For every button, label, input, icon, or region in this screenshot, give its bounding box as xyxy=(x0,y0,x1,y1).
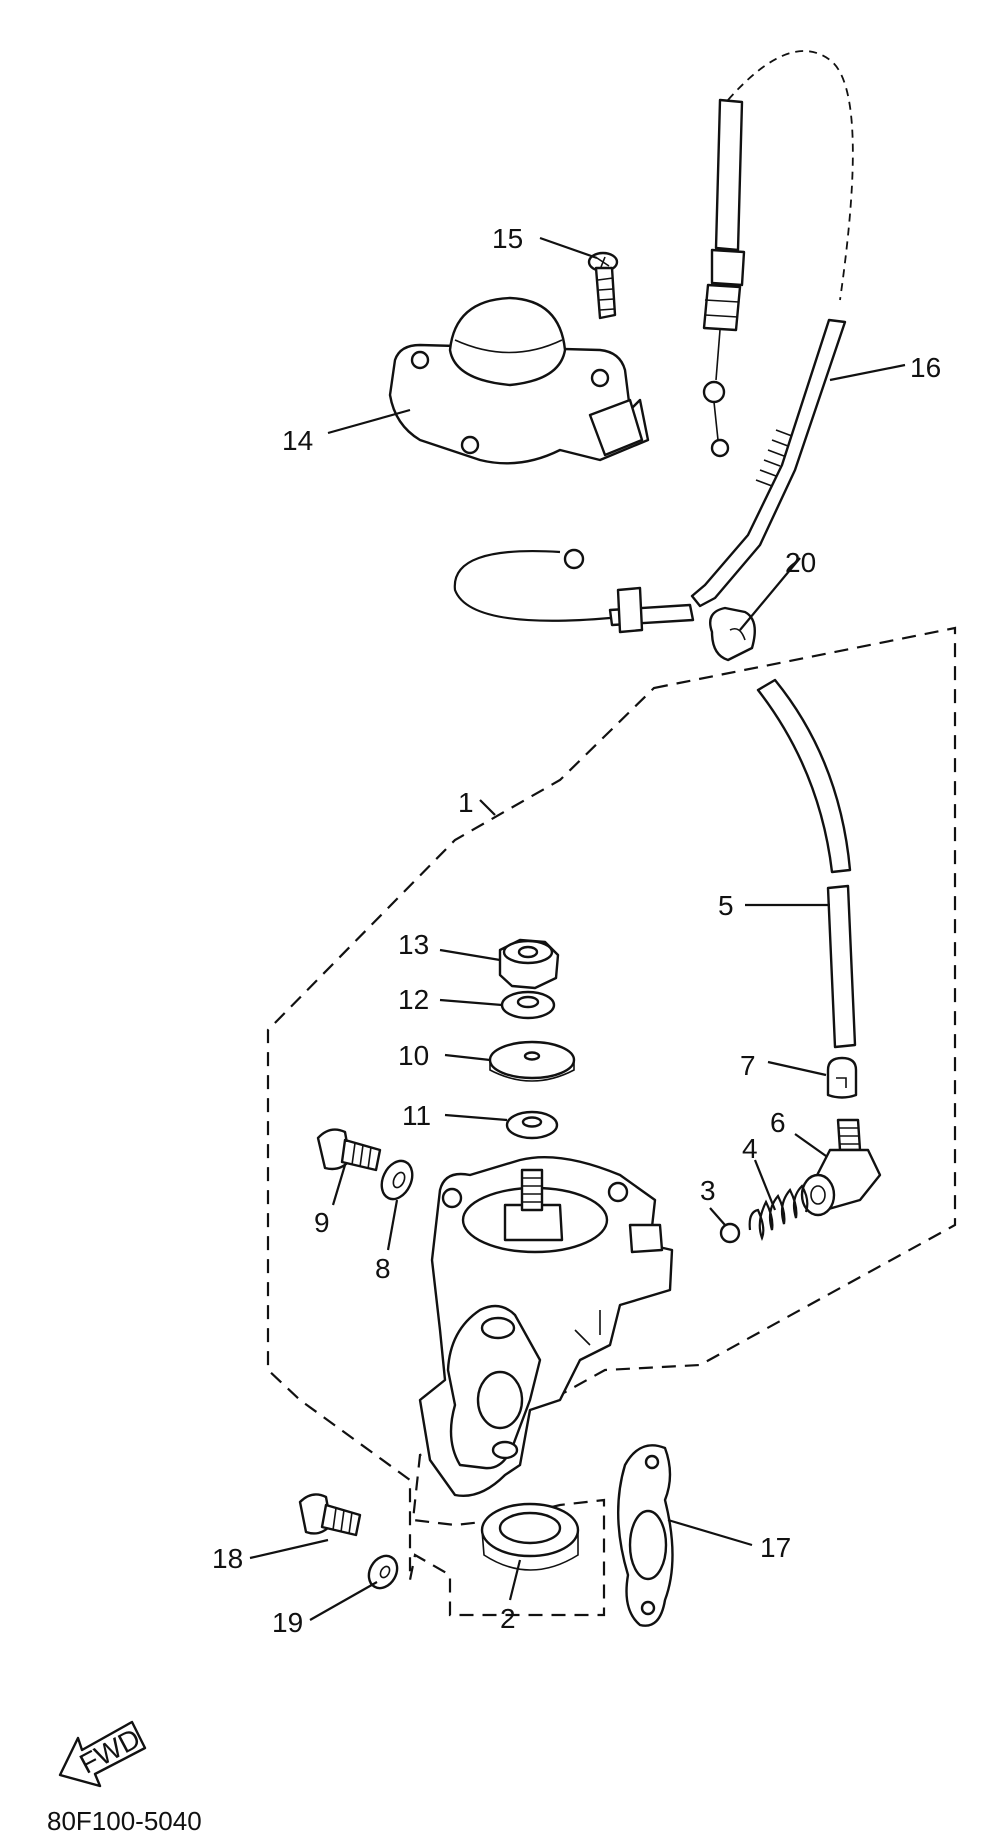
drawing-code: 80F100-5040 xyxy=(47,1806,202,1836)
assembly-boundary-1 xyxy=(266,626,957,1617)
bolt-part-9 xyxy=(316,1128,382,1172)
label-part-13: 13 xyxy=(398,929,429,960)
label-part-5: 5 xyxy=(718,890,734,921)
label-part-15: 15 xyxy=(492,223,523,254)
label-part-7: 7 xyxy=(740,1050,756,1081)
label-part-11: 11 xyxy=(402,1100,431,1131)
label-part-17: 17 xyxy=(760,1532,791,1563)
label-part-19: 19 xyxy=(272,1607,303,1638)
hose-part-5 xyxy=(756,678,857,1049)
check-ball-part-3 xyxy=(719,1222,741,1244)
elbow-fitting-part-6 xyxy=(800,1118,882,1217)
nut-part-13 xyxy=(498,938,560,990)
bolt-part-18 xyxy=(298,1493,362,1537)
label-part-3: 3 xyxy=(700,1175,716,1206)
washer-part-8 xyxy=(380,1159,414,1201)
screw-part-15 xyxy=(587,251,619,320)
oil-seal-part-2 xyxy=(480,1502,580,1571)
pump-cover-part-14 xyxy=(388,296,650,465)
washer-part-10 xyxy=(488,1040,576,1082)
label-part-12: 12 xyxy=(398,984,429,1015)
label-part-16: 16 xyxy=(910,352,941,383)
washer-part-11 xyxy=(505,1110,559,1140)
spring-part-4 xyxy=(748,1184,809,1242)
gasket-part-17 xyxy=(616,1444,674,1627)
fwd-badge-text: FWD xyxy=(74,1722,145,1779)
pump-body xyxy=(418,1155,674,1497)
forward-direction-arrow-icon: FWD xyxy=(58,1720,147,1788)
washer-part-19 xyxy=(367,1554,399,1590)
hose-clip-part-7 xyxy=(826,1056,858,1099)
clip-part-20 xyxy=(708,606,756,662)
label-part-10: 10 xyxy=(398,1040,429,1071)
control-cable-part-16 xyxy=(453,50,854,634)
label-part-18: 18 xyxy=(212,1543,243,1574)
label-part-20: 20 xyxy=(785,547,816,578)
label-part-2: 2 xyxy=(500,1603,516,1634)
lock-washer-part-12 xyxy=(500,990,556,1020)
label-part-8: 8 xyxy=(375,1253,391,1284)
label-part-9: 9 xyxy=(314,1207,330,1238)
label-part-1: 1 xyxy=(458,787,474,818)
label-part-14: 14 xyxy=(282,425,313,456)
part-labels: 1 2 3 4 5 6 7 8 9 10 11 12 13 14 15 16 1… xyxy=(212,223,941,1638)
leader-lines xyxy=(249,236,906,1621)
label-part-6: 6 xyxy=(770,1107,786,1138)
label-part-4: 4 xyxy=(742,1133,758,1164)
